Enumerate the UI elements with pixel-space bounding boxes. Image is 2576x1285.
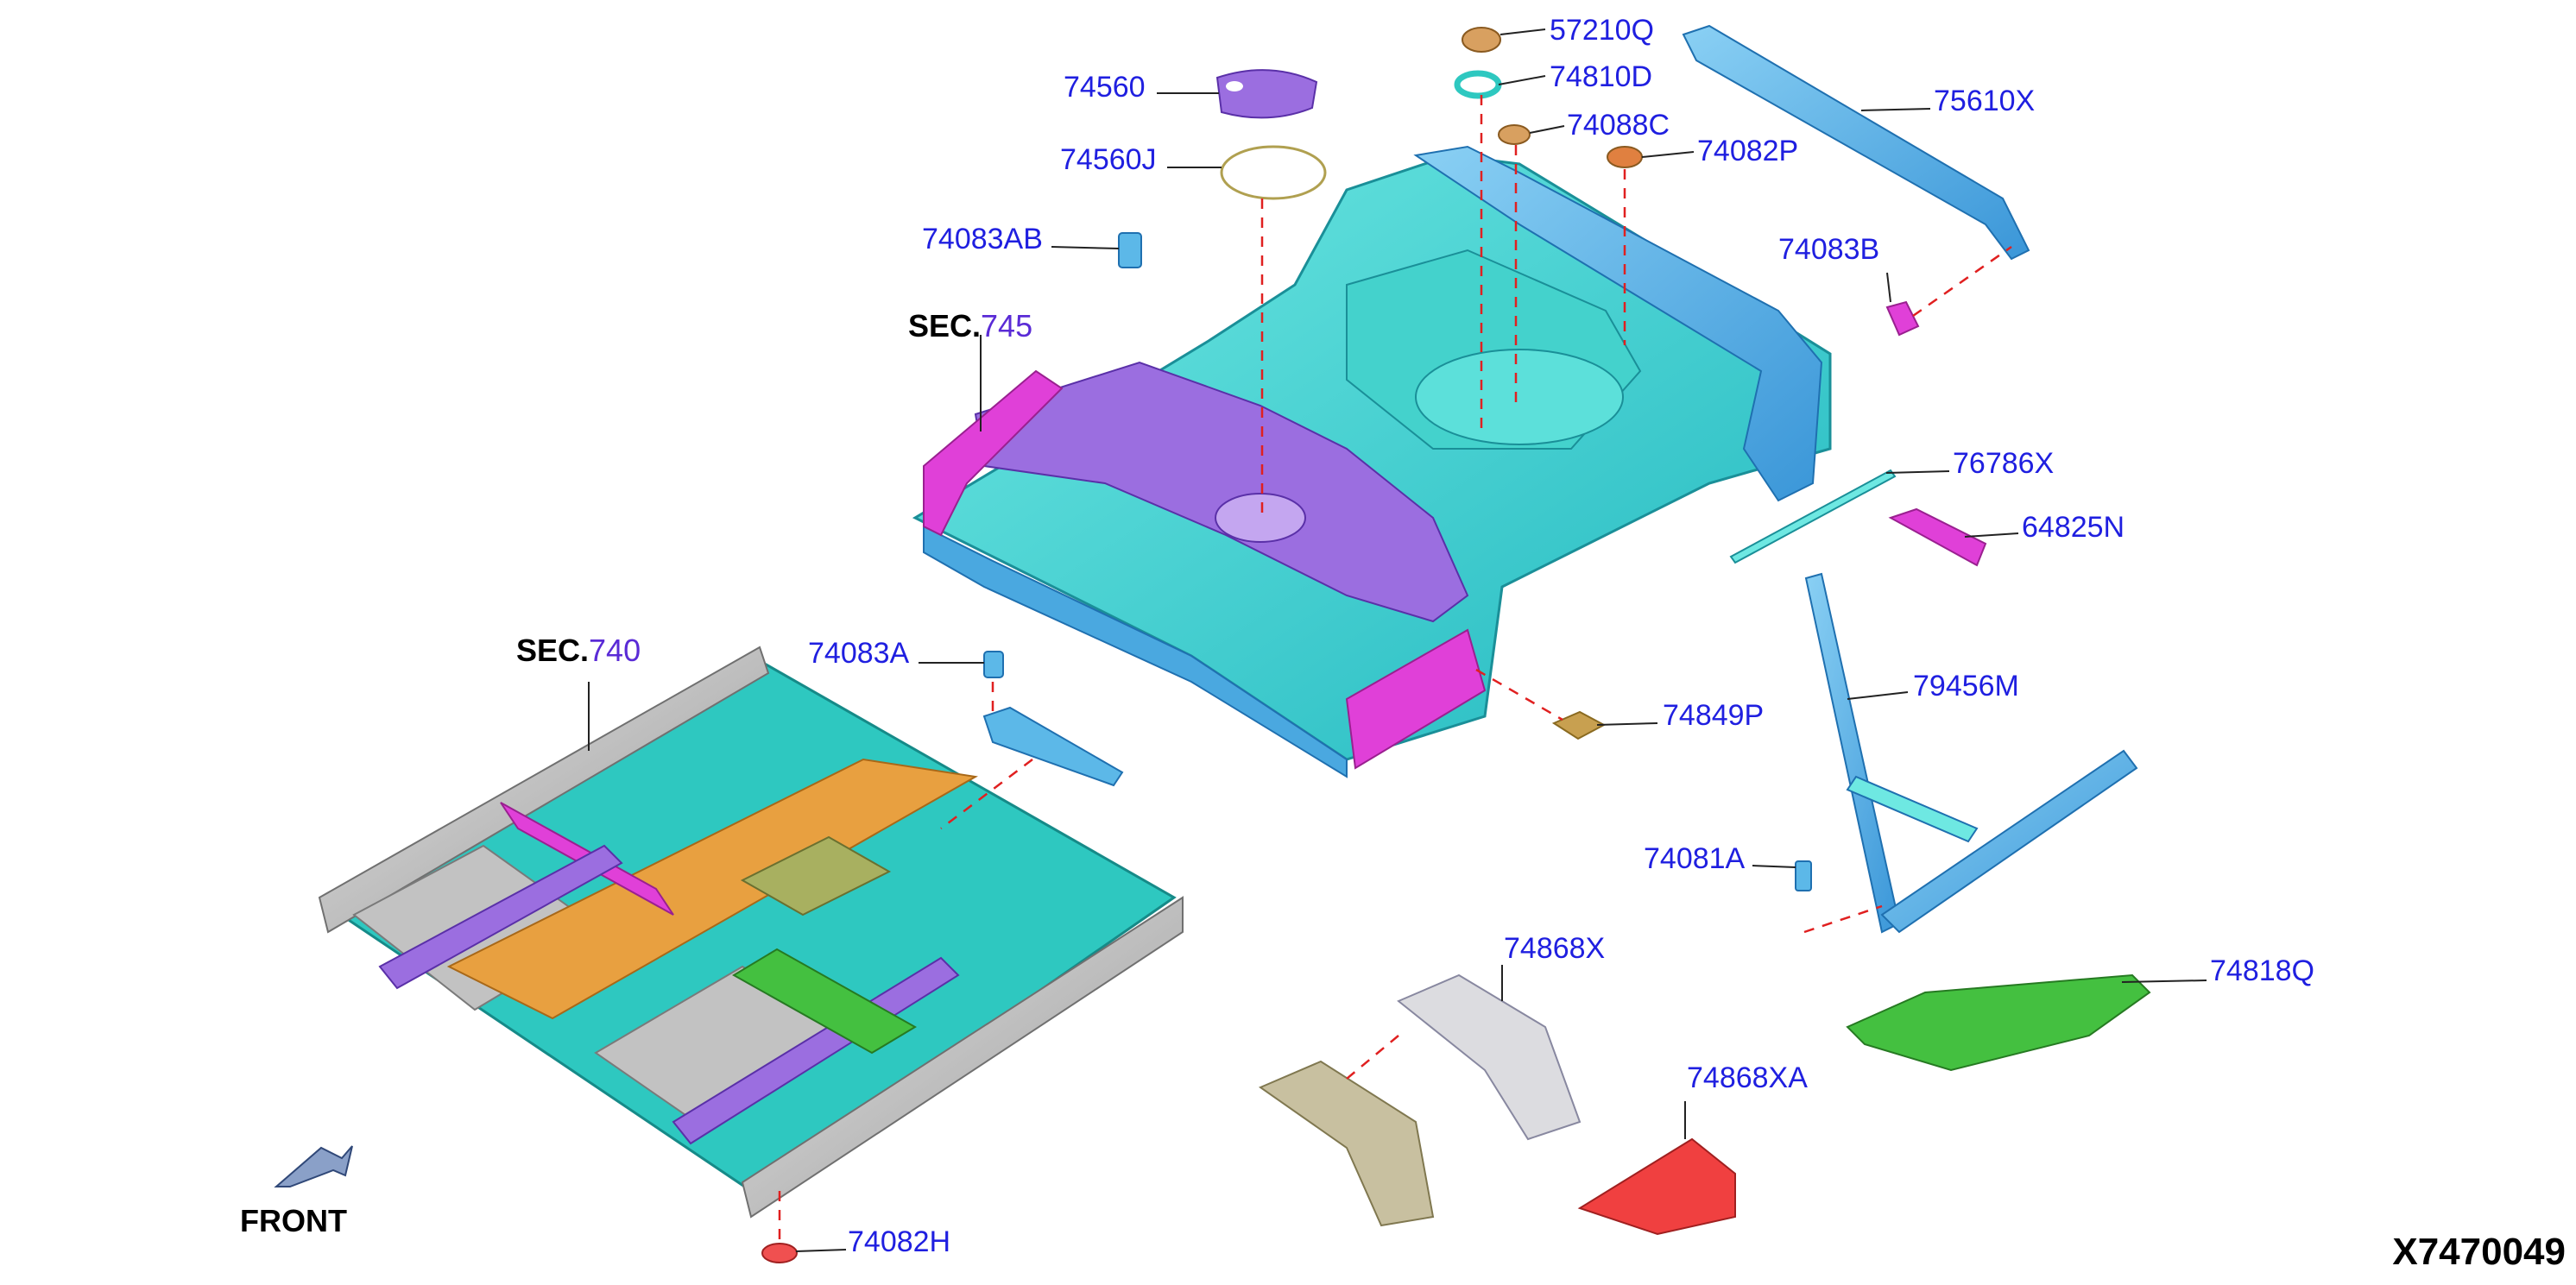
- front-floor-assembly: [318, 646, 1184, 1219]
- pad-74849P: [1551, 710, 1607, 740]
- crossmember-hole: [1215, 493, 1306, 543]
- front-floor-green-crossmember: [732, 948, 917, 1055]
- part-label-74810D[interactable]: 74810D: [1550, 60, 1653, 93]
- part-label-74083A[interactable]: 74083A: [808, 637, 910, 670]
- rear-floor-assembly: [912, 145, 1832, 778]
- part-label-74560J[interactable]: 74560J: [1060, 143, 1157, 176]
- heat-shield-lower: [1258, 1060, 1435, 1227]
- part-label-76786X[interactable]: 76786X: [1953, 447, 2055, 480]
- bracket-74083B: [1885, 300, 1920, 337]
- leader-74818Q: [2121, 979, 2207, 983]
- leader-74081A: [1752, 865, 1796, 868]
- floor-plug-74560: [1215, 69, 1318, 119]
- ring-74810D: [1454, 70, 1502, 99]
- part-label-75610X[interactable]: 75610X: [1934, 85, 2036, 117]
- heat-shield-74868XA: [1577, 1137, 1736, 1236]
- part-label-74849P[interactable]: 74849P: [1663, 699, 1765, 732]
- leader-74088C: [1529, 125, 1565, 134]
- rear-brace-cross: [1846, 775, 1979, 843]
- leader-74083B: [1886, 272, 1891, 303]
- spare-tire-pan: [1415, 349, 1624, 445]
- plug-57210Q: [1462, 27, 1501, 53]
- part-label-57210Q[interactable]: 57210Q: [1550, 14, 1654, 47]
- part-label-74081A[interactable]: 74081A: [1644, 842, 1746, 875]
- front-arrow-icon: [274, 1145, 353, 1187]
- rear-side-member-right: [1345, 628, 1487, 770]
- part-label-74818Q[interactable]: 74818Q: [2210, 954, 2314, 987]
- section-prefix: SEC.: [516, 633, 590, 668]
- plug-74082H: [761, 1243, 798, 1263]
- rear-floor-crossmember: [974, 361, 1469, 623]
- bolt-74083A: [983, 651, 1004, 678]
- diagram-code: X7470049: [2392, 1231, 2566, 1273]
- bracket-74083A: [982, 706, 1124, 787]
- rear-floor-strip: [1729, 469, 1897, 564]
- part-label-74088C[interactable]: 74088C: [1567, 109, 1670, 142]
- part-label-74868XA[interactable]: 74868XA: [1687, 1061, 1808, 1094]
- bolt-74083AB: [1118, 232, 1142, 268]
- bracket-64825N: [1888, 507, 1987, 567]
- dash-74868X: [1346, 1035, 1399, 1080]
- rear-floor-front-skirt: [923, 525, 1348, 778]
- part-label-74082H[interactable]: 74082H: [848, 1225, 951, 1258]
- front-floor-left-sill: [318, 646, 770, 934]
- undercover-74818Q: [1846, 973, 2151, 1072]
- leader-74082P: [1641, 151, 1695, 158]
- dash-74849P: [1475, 668, 1563, 721]
- install-lines: [778, 95, 2012, 1243]
- section-prefix: SEC.: [908, 308, 982, 343]
- section-number: 745: [981, 308, 1033, 343]
- part-label-74560[interactable]: 74560: [1064, 71, 1146, 104]
- front-direction-label: FRONT: [240, 1203, 347, 1238]
- part-label-74082P[interactable]: 74082P: [1697, 135, 1799, 167]
- leader-79456M: [1847, 691, 1909, 700]
- front-floor-olive-bracket: [740, 835, 892, 917]
- rear-brace-diagonal: [1880, 749, 2138, 934]
- leader-57210Q: [1500, 28, 1546, 35]
- rear-floor-side-rail: [1413, 145, 1823, 502]
- section-ref-740[interactable]: SEC.740: [516, 635, 641, 666]
- leader-lines: [588, 28, 2207, 1252]
- heat-shield-74868X: [1397, 973, 1582, 1141]
- front-floor-tunnel: [446, 758, 978, 1020]
- rear-brace-vertical: [1804, 572, 1901, 934]
- floor-plug-hole: [1226, 81, 1243, 91]
- front-floor-purple-rail-left: [378, 844, 623, 990]
- leader-75610X: [1860, 108, 1931, 111]
- leader-74849P: [1596, 722, 1658, 726]
- rear-floor-reinforcement: [1682, 24, 2030, 261]
- plug-74082P: [1607, 146, 1643, 168]
- leader-74810D: [1498, 75, 1546, 85]
- part-label-74083B[interactable]: 74083B: [1778, 233, 1880, 266]
- leader-74083AB: [1051, 246, 1120, 249]
- rear-side-member-left: [923, 369, 1064, 537]
- leader-64825N: [1964, 532, 2019, 538]
- front-floor-right-sill: [741, 896, 1184, 1219]
- bolt-74081A: [1795, 860, 1812, 891]
- part-label-74868X[interactable]: 74868X: [1504, 932, 1606, 965]
- dash-74083A-floor: [940, 759, 1033, 829]
- section-ref-745[interactable]: SEC.745: [908, 311, 1032, 342]
- dash-74083B: [1912, 245, 2012, 318]
- part-label-79456M[interactable]: 79456M: [1913, 670, 2019, 702]
- seal-ring-74560J: [1220, 145, 1327, 200]
- part-label-64825N[interactable]: 64825N: [2022, 511, 2125, 544]
- leader-74082H: [795, 1249, 847, 1252]
- leader-76786X: [1885, 470, 1950, 474]
- section-number: 740: [589, 633, 641, 668]
- part-label-74083AB[interactable]: 74083AB: [922, 223, 1043, 255]
- plug-74088C: [1498, 124, 1531, 145]
- dash-74081A: [1803, 904, 1883, 934]
